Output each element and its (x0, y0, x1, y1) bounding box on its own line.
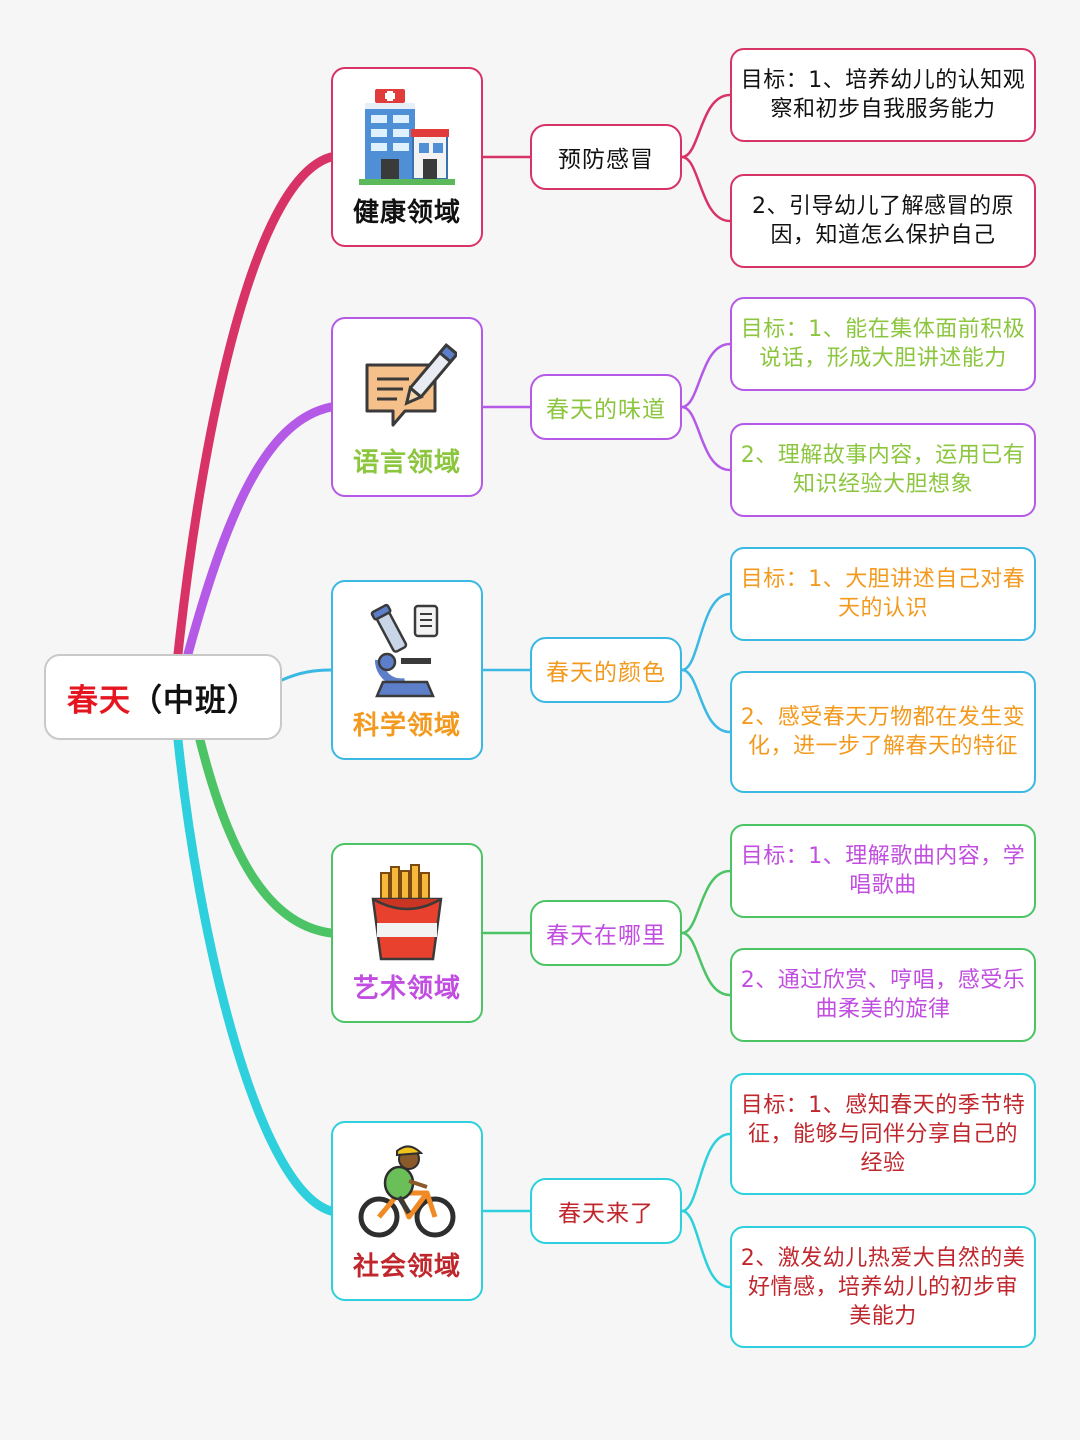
goal-node: 目标：1、理解歌曲内容，学唱歌曲 (730, 824, 1036, 918)
topic-node: 春天的味道 (530, 374, 682, 440)
trunk-connector (280, 668, 333, 682)
goal-node: 目标：1、感知春天的季节特征，能够与同伴分享自己的经验 (730, 1073, 1036, 1195)
root-title-main: 春天 (67, 682, 131, 719)
trunk-connector (183, 402, 336, 659)
cyclist-icon (358, 1145, 456, 1238)
goal-node: 2、引导幼儿了解感冒的原因，知道怎么保护自己 (730, 174, 1036, 268)
goal-node: 2、感受春天万物都在发生变化，进一步了解春天的特征 (730, 671, 1036, 793)
goal-node: 目标：1、培养幼儿的认知观察和初步自我服务能力 (730, 48, 1036, 142)
root-node: 春天（中班） (44, 654, 282, 740)
topic-goal-connector (680, 1209, 732, 1289)
trunk-connector (173, 152, 336, 659)
goal-node: 目标：1、能在集体面前积极说话，形成大胆讲述能力 (730, 297, 1036, 391)
topic-goal-connector (680, 155, 732, 223)
domain-node-health: 健康领域 (331, 67, 483, 247)
domain-node-social: 社会领域 (331, 1121, 483, 1301)
topic-node: 春天的颜色 (530, 637, 682, 703)
domain-node-art: 艺术领域 (331, 843, 483, 1023)
domain-label: 艺术领域 (352, 974, 461, 1004)
goal-node: 2、理解故事内容，运用已有知识经验大胆想象 (730, 423, 1036, 517)
goal-node: 目标：1、大胆讲述自己对春天的认识 (730, 547, 1036, 641)
topic-goal-connector (680, 592, 732, 672)
topic-node: 春天来了 (530, 1178, 682, 1244)
writing-icon (365, 342, 457, 427)
trunk-connector (173, 735, 336, 1216)
domain-label: 语言领域 (352, 448, 461, 478)
domain-label: 健康领域 (352, 198, 461, 228)
fries-icon (371, 864, 443, 961)
domain-label: 科学领域 (352, 711, 461, 741)
topic-goal-connector (680, 405, 732, 472)
goal-node: 2、激发幼儿热爱大自然的美好情感，培养幼儿的初步审美能力 (730, 1226, 1036, 1348)
topic-goal-connector (680, 668, 732, 734)
topic-goal-connector (680, 342, 732, 409)
domain-node-language: 语言领域 (331, 317, 483, 497)
topic-goal-connector (680, 1132, 732, 1213)
topic-node: 预防感冒 (530, 124, 682, 190)
domain-node-science: 科学领域 (331, 580, 483, 760)
trunk-connector (195, 735, 336, 938)
hospital-icon (359, 89, 455, 185)
goal-node: 2、通过欣赏、哼唱，感受乐曲柔美的旋律 (730, 948, 1036, 1042)
root-title-sub: （中班） (131, 682, 259, 719)
topic-goal-connector (680, 869, 732, 935)
microscope-icon (370, 603, 439, 698)
topic-node: 春天在哪里 (530, 900, 682, 966)
topic-goal-connector (680, 931, 732, 997)
domain-label: 社会领域 (352, 1252, 461, 1282)
topic-goal-connector (680, 93, 732, 159)
